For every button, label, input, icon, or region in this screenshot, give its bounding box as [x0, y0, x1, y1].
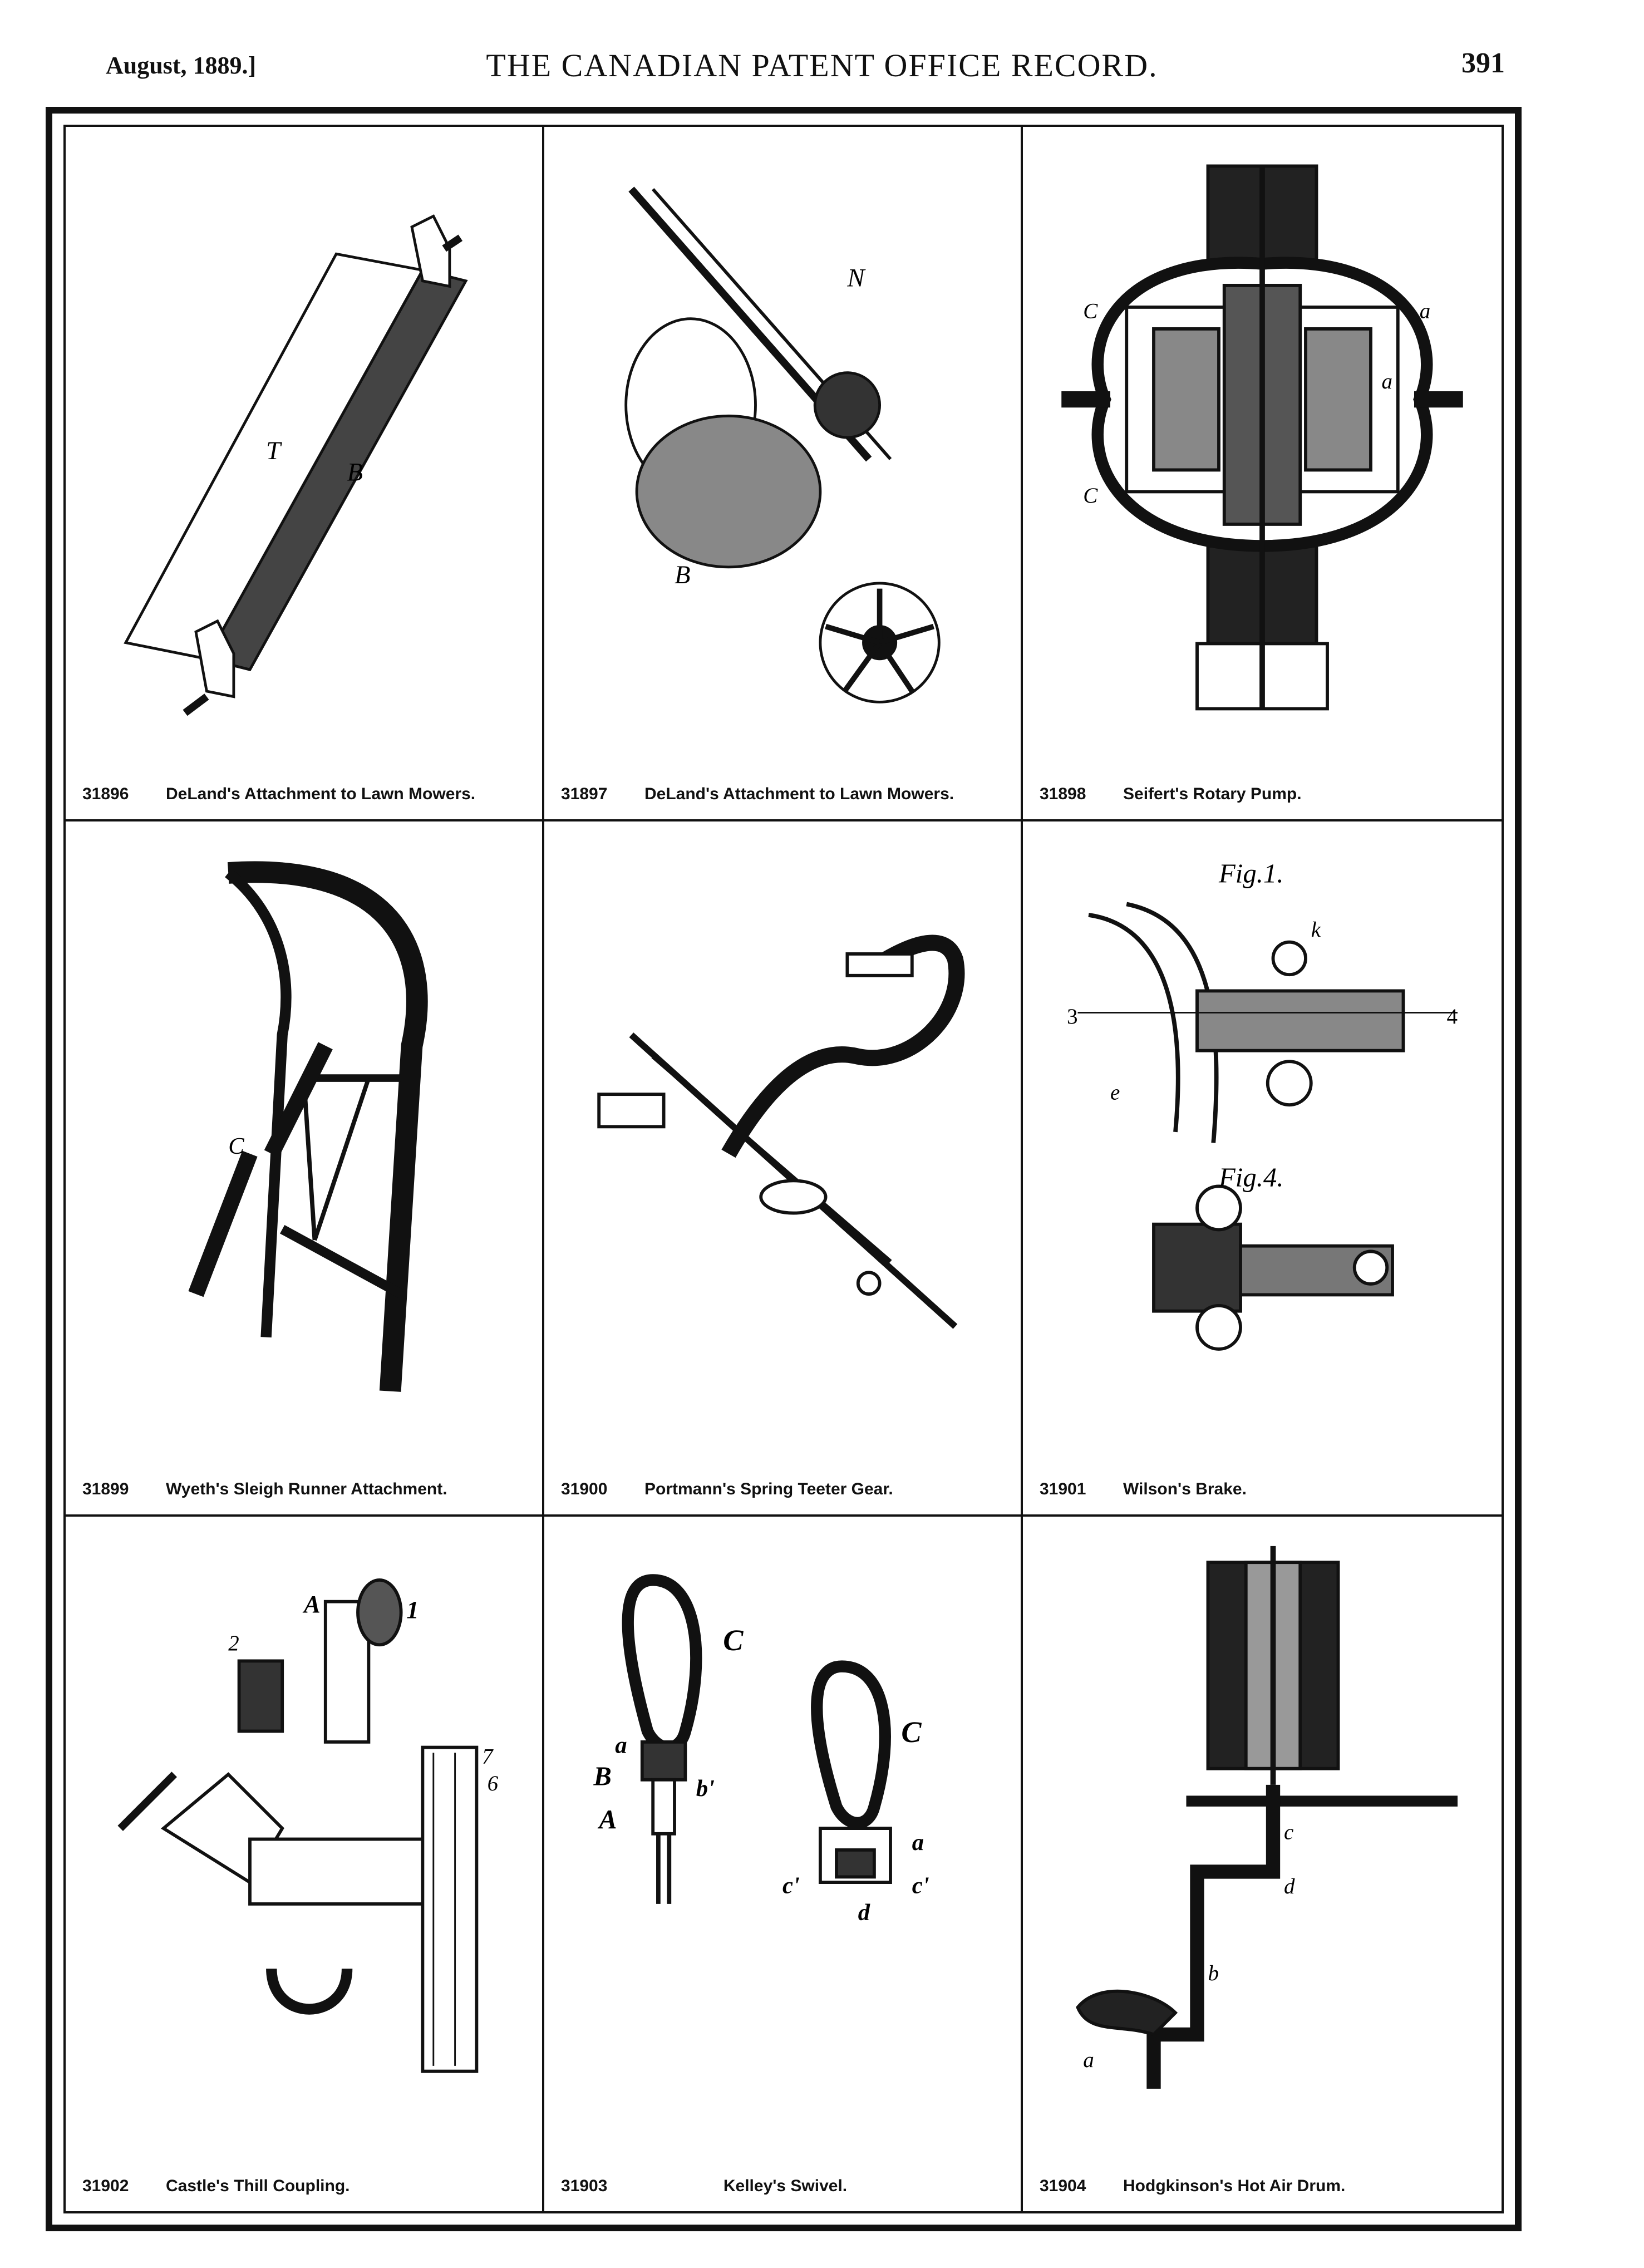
- figure-label: b': [696, 1775, 715, 1802]
- figure-label: C: [1083, 484, 1098, 508]
- figure-label: 6: [488, 1772, 499, 1795]
- patent-title: Kelley's Swivel.: [723, 2177, 848, 2195]
- patent-number: 31896: [82, 785, 129, 804]
- patent-cell-31904: a b c d 31904 Hodgkinson's Hot Air Drum.: [1023, 1517, 1502, 2211]
- patent-caption: 31899 Wyeth's Sleigh Runner Attachment.: [82, 1471, 531, 1499]
- patent-caption: 31901 Wilson's Brake.: [1040, 1471, 1490, 1499]
- patent-title: Portmann's Spring Teeter Gear.: [644, 1479, 893, 1498]
- patent-caption: 31896 DeLand's Attachment to Lawn Mowers…: [82, 776, 531, 804]
- figure-label: C: [901, 1715, 922, 1749]
- patent-cell-31896: T B 31896 DeLand's Attachment to Lawn Mo…: [66, 127, 544, 822]
- patent-number: 31903: [561, 2177, 608, 2195]
- patent-cell-31903: C B A b' a C a c' c' d 31903 Kelley's Sw…: [544, 1516, 1023, 2211]
- patent-caption: 31898 Seifert's Rotary Pump.: [1040, 776, 1490, 804]
- page-number: 391: [1461, 47, 1505, 79]
- patent-caption: 31904 Hodgkinson's Hot Air Drum.: [1040, 2168, 1490, 2196]
- patent-caption: 31897 DeLand's Attachment to Lawn Mowers…: [561, 776, 1010, 804]
- thill-coupling-illustration: A 1 2 7 6: [88, 1539, 520, 2150]
- swivel-illustration: C B A b' a C a c' c' d: [567, 1539, 998, 2150]
- figure-label: a: [1382, 370, 1393, 393]
- lawn-mower-attachment-drawing: T B: [124, 214, 468, 716]
- figure-label: c: [1284, 1820, 1293, 1844]
- figure-label: a: [1083, 2048, 1094, 2072]
- figure-label: C: [228, 1133, 244, 1159]
- patent-caption: 31900 Portmann's Spring Teeter Gear.: [561, 1471, 1010, 1499]
- patent-cell-31898: C C a a 31898 Seifert's Rotary Pump.: [1023, 127, 1502, 822]
- patent-grid: T B 31896 DeLand's Attachment to Lawn Mo…: [66, 127, 1502, 2211]
- swivel-drawing: C B A b' a C a c' c' d: [593, 1573, 929, 1926]
- hot-air-drum-drawing: a b c d: [1076, 1546, 1458, 2089]
- figure-label: a: [615, 1732, 627, 1758]
- figure-label: a: [1420, 299, 1431, 323]
- brake-drawing: Fig.1. Fig.4. 3 4 e k: [1067, 859, 1458, 1351]
- patent-title: Wilson's Brake.: [1123, 1479, 1247, 1498]
- patent-title: DeLand's Attachment to Lawn Mowers.: [644, 785, 954, 804]
- figure-label: 3: [1067, 1005, 1078, 1029]
- patent-caption: 31903 Kelley's Swivel.: [561, 2168, 1010, 2196]
- patent-title: DeLand's Attachment to Lawn Mowers.: [166, 785, 476, 804]
- rotary-pump-drawing: C C a a: [1061, 164, 1463, 711]
- figure-label: B: [347, 459, 363, 487]
- figure-label: d: [1284, 1875, 1295, 1898]
- sleigh-runner-illustration: C: [88, 844, 520, 1453]
- figure-label: c': [912, 1872, 929, 1898]
- spring-teeter-gear-illustration: [567, 844, 998, 1453]
- brake-illustration: Fig.1. Fig.4. 3 4 e k: [1045, 844, 1479, 1453]
- figure-label: A: [597, 1805, 617, 1834]
- lawn-mower-drawing: N B: [624, 186, 941, 703]
- sleigh-runner-drawing: C: [188, 861, 428, 1393]
- patent-cell-31897: N B 31897 DeLand's Attachment to Lawn Mo…: [544, 127, 1023, 822]
- patent-number: 31899: [82, 1479, 129, 1498]
- patent-cell-31899: C 31899 Wyeth's Sleigh Runner Attachment…: [66, 821, 544, 1517]
- figure-label: 4: [1447, 1005, 1458, 1029]
- figure-label: a: [912, 1829, 924, 1856]
- patent-cell-31902: A 1 2 7 6 31902 Castle's Thill Coupling.: [66, 1516, 544, 2211]
- patent-number: 31898: [1040, 785, 1086, 804]
- patent-number: 31902: [82, 2177, 129, 2195]
- figure-label: C: [723, 1623, 744, 1657]
- lawn-mower-illustration: N B: [567, 149, 998, 758]
- figure-label: C: [1083, 299, 1098, 323]
- plate-inner-border: T B 31896 DeLand's Attachment to Lawn Mo…: [63, 125, 1504, 2213]
- patent-title: Hodgkinson's Hot Air Drum.: [1123, 2177, 1346, 2195]
- page-header: August, 1889.] THE CANADIAN PATENT OFFIC…: [0, 0, 1644, 111]
- figure-label: b: [1208, 1961, 1219, 1985]
- figure-label: 1: [406, 1595, 419, 1623]
- issue-date: August, 1889.]: [106, 52, 257, 79]
- patent-number: 31897: [561, 785, 608, 804]
- publication-title: THE CANADIAN PATENT OFFICE RECORD.: [486, 47, 1158, 83]
- figure-label: d: [858, 1900, 870, 1926]
- figure-label: c': [782, 1872, 800, 1898]
- patent-cell-31901: Fig.1. Fig.4. 3 4 e k 31901 Wilson's Bra…: [1023, 821, 1502, 1517]
- hot-air-drum-illustration: a b c d: [1045, 1539, 1479, 2150]
- patent-title: Castle's Thill Coupling.: [166, 2177, 350, 2195]
- figure-label: k: [1311, 918, 1321, 942]
- figure-label: A: [302, 1590, 321, 1618]
- figure-label: 7: [482, 1744, 494, 1768]
- spring-teeter-gear-drawing: [597, 934, 965, 1329]
- figure-label: N: [846, 264, 866, 292]
- figure-label: Fig.1.: [1218, 859, 1283, 889]
- thill-coupling-drawing: A 1 2 7 6: [117, 1578, 499, 2073]
- rotary-pump-illustration: C C a a: [1045, 149, 1479, 758]
- patent-number: 31900: [561, 1479, 608, 1498]
- patent-number: 31904: [1040, 2177, 1086, 2195]
- figure-label: Fig.4.: [1218, 1163, 1283, 1193]
- figure-label: e: [1110, 1081, 1120, 1105]
- figure-label: T: [266, 437, 282, 465]
- plate-frame: T B 31896 DeLand's Attachment to Lawn Mo…: [46, 107, 1522, 2231]
- patent-caption: 31902 Castle's Thill Coupling.: [82, 2168, 531, 2196]
- figure-label: B: [593, 1762, 612, 1791]
- patent-title: Wyeth's Sleigh Runner Attachment.: [166, 1479, 447, 1498]
- patent-title: Seifert's Rotary Pump.: [1123, 785, 1302, 804]
- lawn-mower-attachment-illustration: T B: [88, 149, 520, 758]
- patent-cell-31900: 31900 Portmann's Spring Teeter Gear.: [544, 821, 1023, 1517]
- figure-label: 2: [228, 1631, 239, 1655]
- patent-number: 31901: [1040, 1479, 1086, 1498]
- figure-label: B: [675, 561, 690, 589]
